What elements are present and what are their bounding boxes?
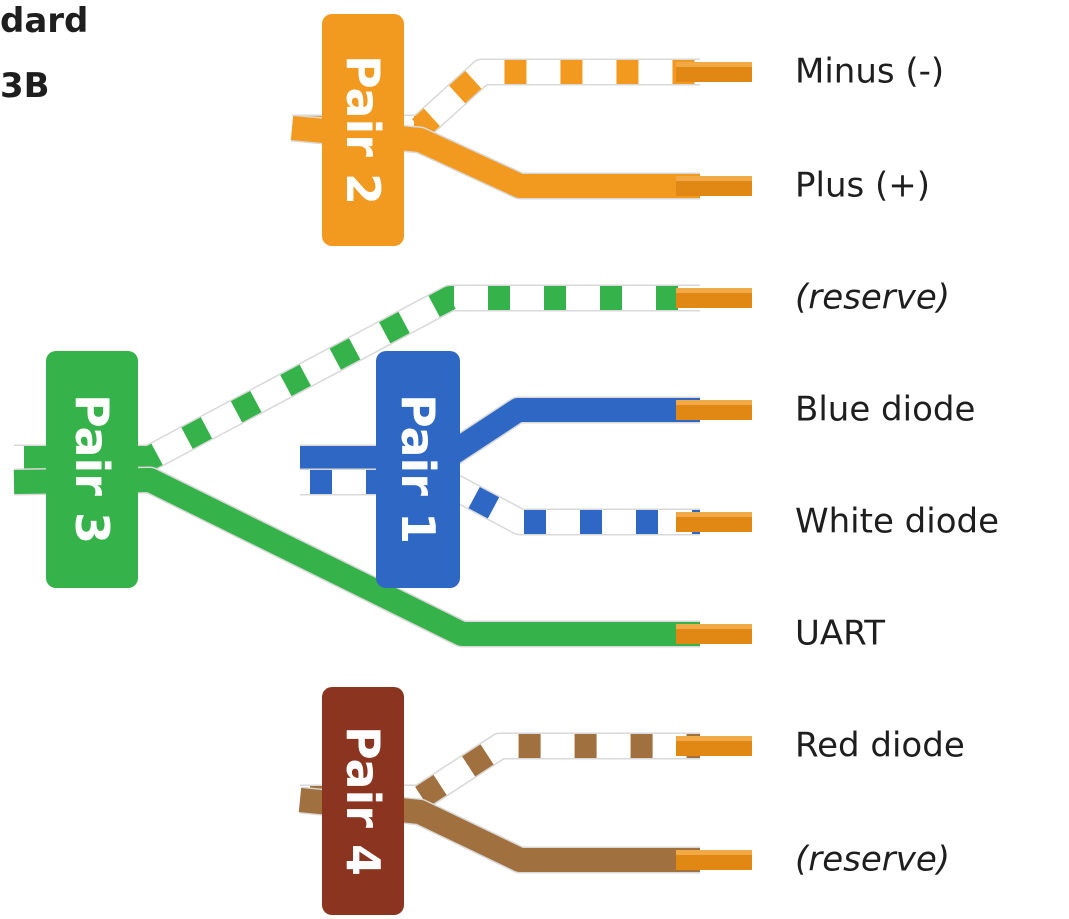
pair2-tag-label: Pair 2 xyxy=(336,55,390,205)
pair4-tag: Pair 4 xyxy=(322,687,404,915)
pair1-wire-1 xyxy=(300,396,752,472)
pair1-tag-label: Pair 1 xyxy=(391,394,445,544)
pair1-wire-2 xyxy=(300,468,752,536)
wire-label: Red diode xyxy=(795,725,965,766)
wire-label: (reserve) xyxy=(795,839,951,880)
pair3-tag-label: Pair 3 xyxy=(65,394,119,544)
wire-label: (reserve) xyxy=(795,277,951,318)
header-line-2: 3B xyxy=(0,66,50,106)
wire-label: Minus (-) xyxy=(795,51,945,92)
wire-label: UART xyxy=(795,613,886,654)
pair2-tag: Pair 2 xyxy=(322,14,404,246)
pair4-tag-label: Pair 4 xyxy=(336,726,390,876)
wire-label: Plus (+) xyxy=(795,165,931,206)
wire-label: White diode xyxy=(795,501,999,542)
pair3-tag: Pair 3 xyxy=(46,351,138,588)
wire-label: Blue diode xyxy=(795,389,976,430)
header-line-1: dard xyxy=(0,1,89,41)
pair1-tag: Pair 1 xyxy=(376,351,460,588)
